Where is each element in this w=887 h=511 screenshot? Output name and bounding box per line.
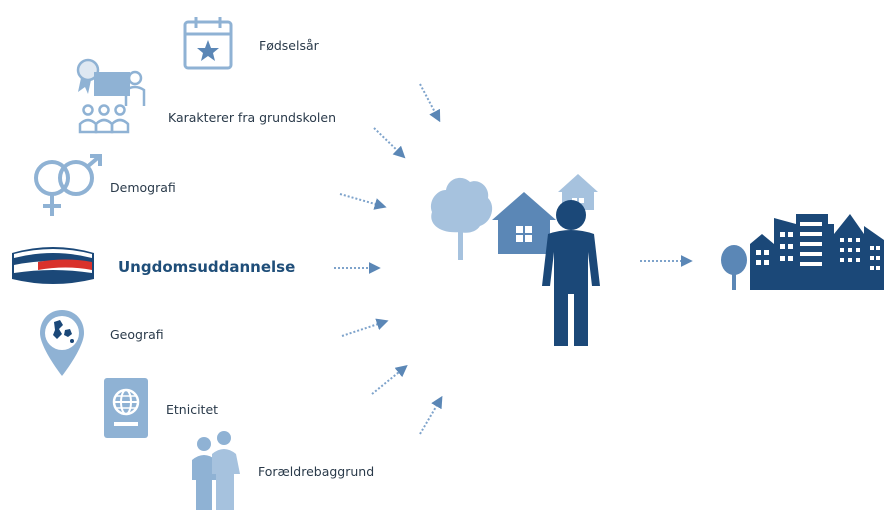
factor-label-youth-education: Ungdomsuddannelse bbox=[118, 258, 296, 276]
city-icon bbox=[721, 214, 884, 290]
arrow-school-grades bbox=[373, 127, 406, 159]
arrow-geography bbox=[341, 318, 389, 337]
parents-icon bbox=[192, 431, 240, 510]
person-icon bbox=[542, 200, 600, 346]
factor-label-geography: Geografi bbox=[110, 327, 164, 342]
arrow-birth-year bbox=[419, 83, 441, 123]
passport-icon bbox=[104, 378, 148, 438]
factor-label-parent-background: Forældrebaggrund bbox=[258, 464, 375, 479]
map-pin-denmark-icon bbox=[40, 310, 84, 376]
factor-label-ethnicity: Etnicitet bbox=[166, 402, 219, 417]
calendar-star-icon bbox=[183, 17, 233, 70]
award-teacher-students-icon bbox=[76, 58, 146, 134]
arrow-demography bbox=[339, 193, 387, 210]
factor-label-birth-year: Fødselsår bbox=[259, 38, 319, 53]
gender-symbols-icon bbox=[34, 154, 102, 216]
arrow-ethnicity bbox=[371, 364, 408, 395]
student-cap-icon bbox=[12, 247, 94, 284]
factor-label-school-grades: Karakterer fra grundskolen bbox=[168, 110, 336, 125]
factor-label-demography: Demografi bbox=[110, 180, 176, 195]
tree-houses-icon bbox=[430, 174, 598, 260]
arrow-parent-background bbox=[419, 395, 443, 435]
